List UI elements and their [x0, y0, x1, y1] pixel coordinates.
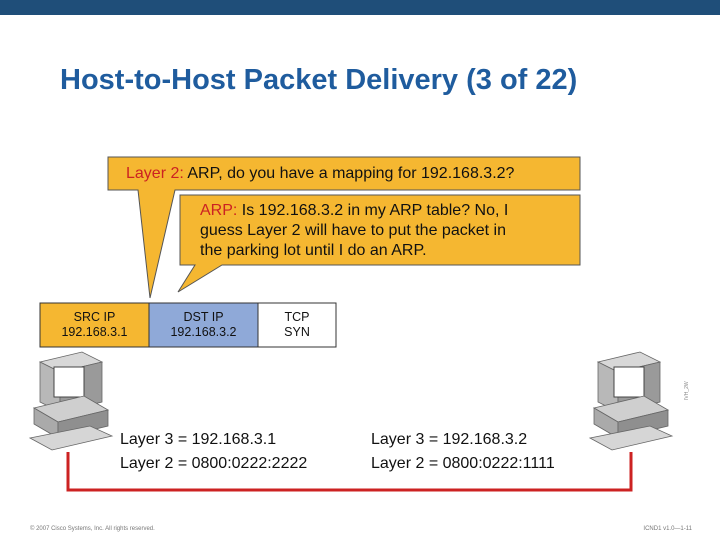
packet-field-tcp — [257, 302, 337, 348]
packet-src-label: SRC IP — [73, 310, 116, 324]
callout-inner-prefix: ARP: — [200, 202, 238, 219]
right-host-layer2: Layer 2 = 0800:0222:1111 — [371, 455, 555, 472]
callout-outer-body: ARP, do you have a mapping for 192.168.3… — [183, 165, 515, 182]
packet-src-cell: SRC IP 192.168.3.1 — [40, 310, 149, 340]
packet-tcp-cell: TCP SYN — [258, 310, 336, 340]
packet-tcp-label: TCP — [284, 310, 310, 324]
callout-inner-line2: guess Layer 2 will have to put the packe… — [200, 222, 506, 239]
slide-title: Host-to-Host Packet Delivery (3 of 22) — [60, 64, 578, 96]
footer-copyright: © 2007 Cisco Systems, Inc. All rights re… — [30, 526, 155, 532]
figure-id: IVH_2W — [684, 381, 690, 400]
callout-outer — [107, 156, 581, 299]
right-host-layer3: Layer 3 = 192.168.3.2 — [371, 431, 528, 448]
packet-dst-cell: DST IP 192.168.3.2 — [149, 310, 258, 340]
packet-field-src — [39, 302, 150, 348]
callout-inner-text: ARP: Is 192.168.3.2 in my ARP table? No,… — [200, 201, 508, 261]
left-host-layer3: Layer 3 = 192.168.3.1 — [120, 431, 277, 448]
packet-tcp-value: SYN — [284, 325, 310, 339]
left-host-layer2: Layer 2 = 0800:0222:2222 — [120, 455, 308, 472]
packet-dst-label: DST IP — [183, 310, 224, 324]
callout-outer-prefix: Layer 2: — [126, 165, 184, 182]
right-computer-icon — [588, 351, 674, 451]
packet-src-value: 192.168.3.1 — [61, 325, 128, 339]
callout-inner — [177, 194, 581, 293]
callout-inner-line1: Is 192.168.3.2 in my ARP table? No, I — [237, 202, 509, 219]
network-wire — [66, 452, 633, 492]
packet — [39, 302, 337, 348]
packet-field-dst — [148, 302, 259, 348]
footer-course-id: ICND1 v1.0—1-11 — [643, 526, 692, 532]
callout-outer-text: Layer 2: ARP, do you have a mapping for … — [126, 164, 514, 184]
callout-inner-line3: the parking lot until I do an ARP. — [200, 242, 427, 259]
top-bar — [0, 0, 720, 15]
packet-dst-value: 192.168.3.2 — [170, 325, 237, 339]
left-computer-icon — [28, 351, 114, 451]
